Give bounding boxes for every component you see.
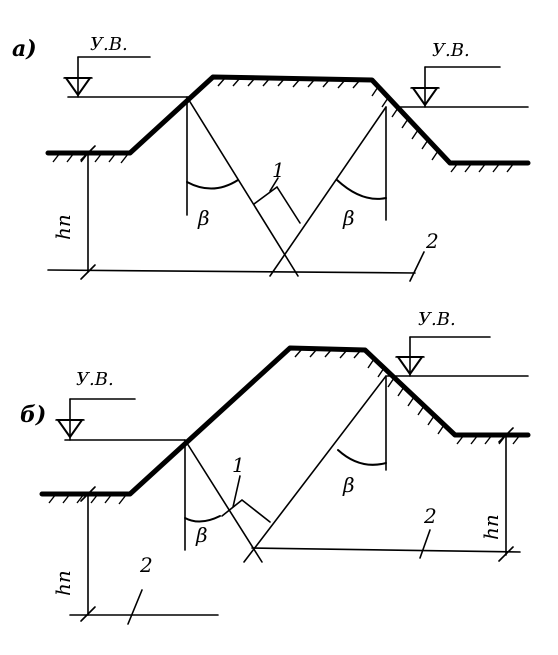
filtration-line-left-b: [184, 439, 263, 563]
callout-leader-2-a: [409, 251, 425, 282]
callout-2-right-b: 2: [423, 504, 437, 528]
depth-dimension-a: hп: [51, 145, 96, 280]
diagram-a: а) У.В. У.В.: [12, 34, 531, 282]
depth-label-a: hп: [51, 214, 75, 240]
callout-leader-2-right-b: [419, 529, 431, 559]
depth-label-right-b: hп: [479, 514, 503, 540]
filtration-line-left-a: [186, 96, 299, 277]
angle-label-left-b: β: [195, 523, 208, 547]
callout-leader-1-a: [269, 177, 279, 192]
water-level-marker-left-a: У.В.: [63, 34, 151, 98]
callout-1-a: 1: [272, 158, 285, 182]
base-line-right-b: [251, 547, 521, 553]
right-angle-mark-b: [221, 498, 271, 523]
diagram-b: б) У.В. У.В.: [20, 309, 531, 625]
depth-label-left-b: hп: [51, 570, 75, 596]
panel-label-a: а): [12, 36, 37, 62]
embankment-profile-a: [45, 74, 531, 166]
callout-1-b: 1: [232, 453, 245, 477]
callout-2-left-b: 2: [139, 553, 153, 577]
depth-dimension-left-b: hп: [51, 486, 96, 622]
angle-arc-right-a: [336, 179, 387, 200]
water-level-marker-left-b: У.В.: [55, 369, 136, 441]
angle-arc-left-a: [186, 179, 239, 190]
water-level-label-right-a: У.В.: [432, 40, 470, 61]
angle-label-right-a: β: [342, 206, 355, 230]
water-level-marker-right-b: У.В.: [395, 309, 491, 377]
depth-dimension-right-b: hп: [479, 427, 514, 562]
callout-leader-1-b: [232, 475, 241, 508]
right-angle-mark-a: [253, 185, 301, 224]
angle-arc-left-b: [184, 515, 221, 523]
water-level-marker-right-a: У.В.: [410, 40, 501, 108]
angle-label-left-a: β: [197, 206, 210, 230]
water-level-label-left-b: У.В.: [76, 369, 114, 390]
callout-2-a: 2: [425, 229, 439, 253]
water-level-label-left-a: У.В.: [90, 34, 128, 55]
filtration-line-right-a: [269, 106, 387, 277]
panel-label-b: б): [20, 402, 46, 428]
filtration-line-right-b: [243, 375, 387, 563]
angle-arc-right-b: [337, 449, 387, 466]
angle-label-right-b: β: [342, 473, 355, 497]
embankment-profile-b: [39, 345, 531, 497]
base-line-a: [47, 269, 416, 274]
ground-hatching-b: [48, 348, 521, 505]
callout-leader-2-left-b: [127, 589, 143, 625]
water-level-label-right-b: У.В.: [418, 309, 456, 330]
ground-hatching-a: [52, 77, 515, 173]
